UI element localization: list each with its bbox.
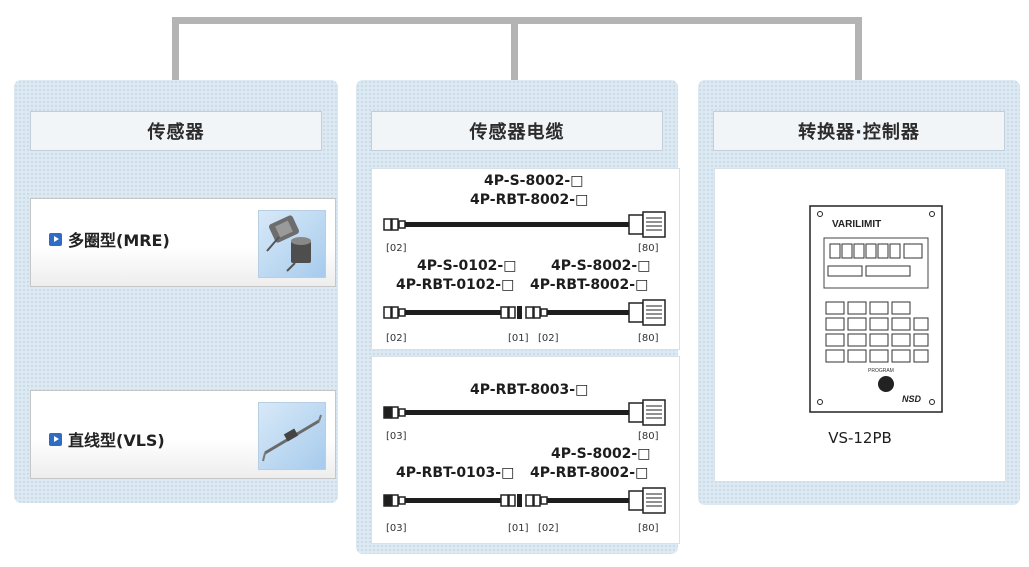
cable-diagram (383, 399, 666, 426)
cable-pair-diagram (383, 487, 666, 514)
controller-panel-title: 转换器·控制器 (713, 111, 1005, 151)
svg-text:VARILIMIT: VARILIMIT (832, 219, 881, 230)
sensor-item-mre[interactable]: 多圈型(MRE) (30, 198, 336, 287)
cable-panel-title: 传感器电缆 (371, 111, 663, 151)
rotary-sensor-photo-icon (258, 210, 326, 278)
linear-sensor-photo-icon (258, 402, 326, 470)
connector-right-drop (855, 17, 862, 80)
sensor-item-label: 直线型(VLS) (68, 431, 165, 450)
sensor-panel: 传感器 多圈型(MRE) 直线型(VLS) (14, 80, 338, 503)
controller-device-icon: VARILIMIT PROGRAM NSD (809, 205, 943, 413)
arrow-right-icon (49, 432, 62, 446)
cable-panel: 传感器电缆 4P-S-8002-□ 4P-RBT-8002-□ [02] [80… (356, 80, 680, 554)
svg-text:NSD: NSD (902, 394, 922, 404)
arrow-right-icon (49, 232, 62, 246)
sensor-item-label: 多圈型(MRE) (68, 231, 170, 250)
controller-panel: 转换器·控制器 VARILIMIT (698, 80, 1020, 505)
controller-item[interactable]: VARILIMIT PROGRAM NSD (714, 168, 1006, 482)
controller-model-label: VS-12PB (828, 429, 892, 447)
cable-set-1: 4P-S-8002-□ 4P-RBT-8002-□ [02] [80] 4P-S… (371, 168, 680, 350)
cable-diagram (383, 211, 666, 238)
connector-center-drop (511, 17, 518, 80)
cable-set-2: 4P-RBT-8003-□ [03] [80] 4P-RBT-0103-□ 4P… (371, 356, 680, 544)
connector-left-drop (172, 17, 179, 80)
svg-text:PROGRAM: PROGRAM (868, 368, 894, 374)
sensor-item-vls[interactable]: 直线型(VLS) (30, 390, 336, 479)
sensor-panel-title: 传感器 (30, 111, 322, 151)
cable-pair-diagram (383, 299, 666, 326)
